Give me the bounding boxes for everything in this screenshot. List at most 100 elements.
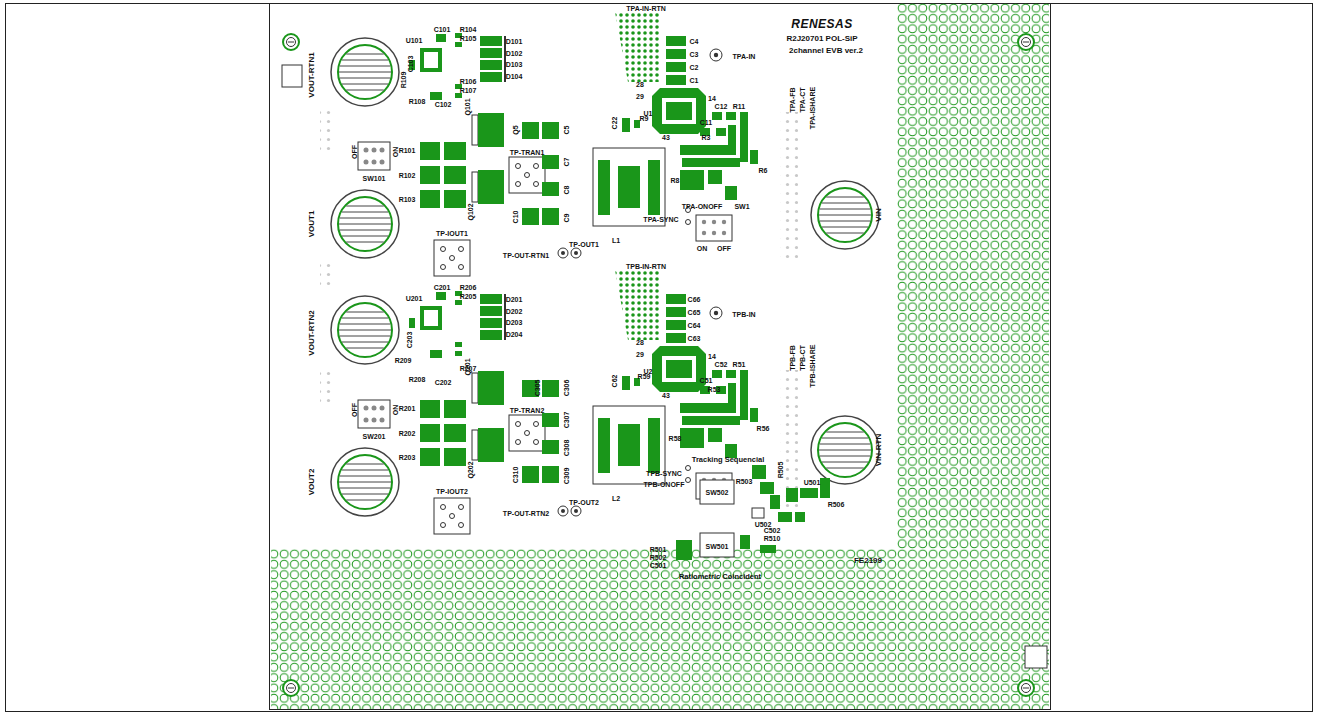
silkscreen-label: 28 xyxy=(636,339,644,346)
silkscreen-label: R105 xyxy=(460,35,477,42)
silkscreen-label: R107 xyxy=(460,87,477,94)
silkscreen-label: 14 xyxy=(708,353,716,360)
silkscreen-label: TPB-IN-RTN xyxy=(626,263,666,270)
silkscreen-label: Q102 xyxy=(467,203,474,220)
silkscreen-label: VOUT1 xyxy=(308,211,316,238)
silkscreen-label: TPB-FB xyxy=(789,345,796,371)
silkscreen-label: VIN xyxy=(875,208,883,221)
silkscreen-label: C306 xyxy=(563,380,570,397)
silkscreen-label: TP-OUT2 xyxy=(569,499,599,506)
silkscreen-label: C307 xyxy=(563,412,570,429)
silkscreen-label: R109 xyxy=(400,72,407,89)
silkscreen-label: R506 xyxy=(828,501,845,508)
silkscreen-label: C64 xyxy=(688,322,701,329)
silkscreen-label: OFF xyxy=(717,245,731,252)
silkscreen-label: 43 xyxy=(662,134,670,141)
silkscreen-label: U501 xyxy=(804,479,821,486)
silkscreen-label: D201 xyxy=(506,296,523,303)
silkscreen-label: SW1 xyxy=(734,203,749,210)
silkscreen-label: TP-OUT1 xyxy=(569,241,599,248)
silkscreen-label: C9 xyxy=(563,214,570,223)
silkscreen-label: TPA-FB xyxy=(789,87,796,112)
silkscreen-label: VIN-RTN xyxy=(875,434,883,466)
silkscreen-label: R101 xyxy=(399,147,416,154)
silkscreen-label: R104 xyxy=(460,26,477,33)
silkscreen-label: TP-OUT-RTN2 xyxy=(503,510,549,517)
silkscreen-label: OFF xyxy=(351,403,358,417)
silkscreen-label: C3 xyxy=(690,51,699,58)
silkscreen-label: D202 xyxy=(506,308,523,315)
silkscreen-label: C202 xyxy=(435,379,452,386)
silkscreen-label: C51 xyxy=(700,377,713,384)
silkscreen-label: D104 xyxy=(506,73,523,80)
silkscreen-label: R203 xyxy=(399,454,416,461)
silkscreen-label: D101 xyxy=(506,38,523,45)
silkscreen-label: TPB-IN xyxy=(732,311,755,318)
silkscreen-label: R9 xyxy=(640,115,649,122)
silkscreen-label: OFF xyxy=(351,145,358,159)
silkscreen-label: SW201 xyxy=(363,433,386,440)
silkscreen-label: C10 xyxy=(512,211,519,224)
silkscreen-label: C1 xyxy=(690,77,699,84)
silkscreen-label: R2J20701 POL-SiP xyxy=(786,35,857,43)
silkscreen-label: 2channel EVB ver.2 xyxy=(789,47,863,55)
silkscreen-label: R6 xyxy=(759,167,768,174)
silkscreen-label: C310 xyxy=(512,467,519,484)
silkscreen-label: C66 xyxy=(688,296,701,303)
silkscreen-label: R51 xyxy=(733,361,746,368)
silkscreen-label: Tracking Sequencial xyxy=(692,456,765,464)
silkscreen-label: 28 xyxy=(636,81,644,88)
silkscreen-label: U201 xyxy=(406,295,423,302)
silkscreen-label: R501 xyxy=(650,546,667,553)
silkscreen-label: C2 xyxy=(690,64,699,71)
silkscreen-label: C8 xyxy=(563,186,570,195)
silkscreen-label: TPB-CT xyxy=(799,345,806,371)
silkscreen-label: 29 xyxy=(636,93,644,100)
silkscreen-label: SW501 xyxy=(706,543,729,550)
silkscreen-label: C11 xyxy=(700,119,712,126)
silkscreen-label: C101 xyxy=(434,26,451,33)
silkscreen-label: R205 xyxy=(460,293,477,300)
silkscreen-label: VOUT-RTN1 xyxy=(308,52,316,97)
silkscreen-label: C203 xyxy=(406,332,413,349)
silkscreen-label: C5 xyxy=(563,126,570,135)
silkscreen-label: R108 xyxy=(409,98,426,105)
silkscreen-label: FE2199 xyxy=(854,557,882,565)
silkscreen-label: R209 xyxy=(395,357,412,364)
silkscreen-label: R510 xyxy=(764,535,781,542)
silkscreen-label: TP-TRAN2 xyxy=(510,407,545,414)
silkscreen-label: R8 xyxy=(671,177,680,184)
silkscreen-label: C305 xyxy=(534,380,541,397)
silkscreen-label: R202 xyxy=(399,430,416,437)
silkscreen-label: TP-IOUT1 xyxy=(436,230,468,237)
silkscreen-label: R102 xyxy=(399,172,416,179)
silkscreen-label: 29 xyxy=(636,351,644,358)
silkscreen-label: C7 xyxy=(563,158,570,167)
silkscreen-label: TP-OUT-RTN1 xyxy=(503,252,549,259)
silkscreen-label: R208 xyxy=(409,376,426,383)
silkscreen-label: C65 xyxy=(688,309,701,316)
silkscreen-label: 14 xyxy=(708,95,716,102)
silkscreen-label: TP-IOUT2 xyxy=(436,488,468,495)
silkscreen-label: SW101 xyxy=(363,175,386,182)
silkscreen-label: 43 xyxy=(662,392,670,399)
silkscreen-label: R502 xyxy=(650,554,667,561)
silkscreen-label: VOUT-RTN2 xyxy=(308,310,316,355)
silkscreen-label: C63 xyxy=(688,335,701,342)
silkscreen-label: R56 xyxy=(757,425,770,432)
maker-logo: RENESAS xyxy=(791,18,853,30)
silkscreen-label: ON xyxy=(697,245,708,252)
silkscreen-label: R201 xyxy=(399,405,416,412)
silkscreen-label: C12 xyxy=(715,103,728,110)
silkscreen-label: SW502 xyxy=(706,489,729,496)
silkscreen-label: C102 xyxy=(435,101,452,108)
silkscreen-label: C308 xyxy=(563,440,570,457)
silkscreen-label: ON xyxy=(392,147,399,158)
silkscreen-label: Ratiometric Coincident xyxy=(679,573,761,581)
silkscreen-label: TPB-SYNC xyxy=(646,470,682,477)
silkscreen-label: R3 xyxy=(702,134,711,141)
silkscreen-label: TPA-ONOFF xyxy=(682,203,722,210)
silkscreen-label: R505 xyxy=(777,462,784,479)
silkscreen-label: TPA-IN-RTN xyxy=(626,5,666,12)
